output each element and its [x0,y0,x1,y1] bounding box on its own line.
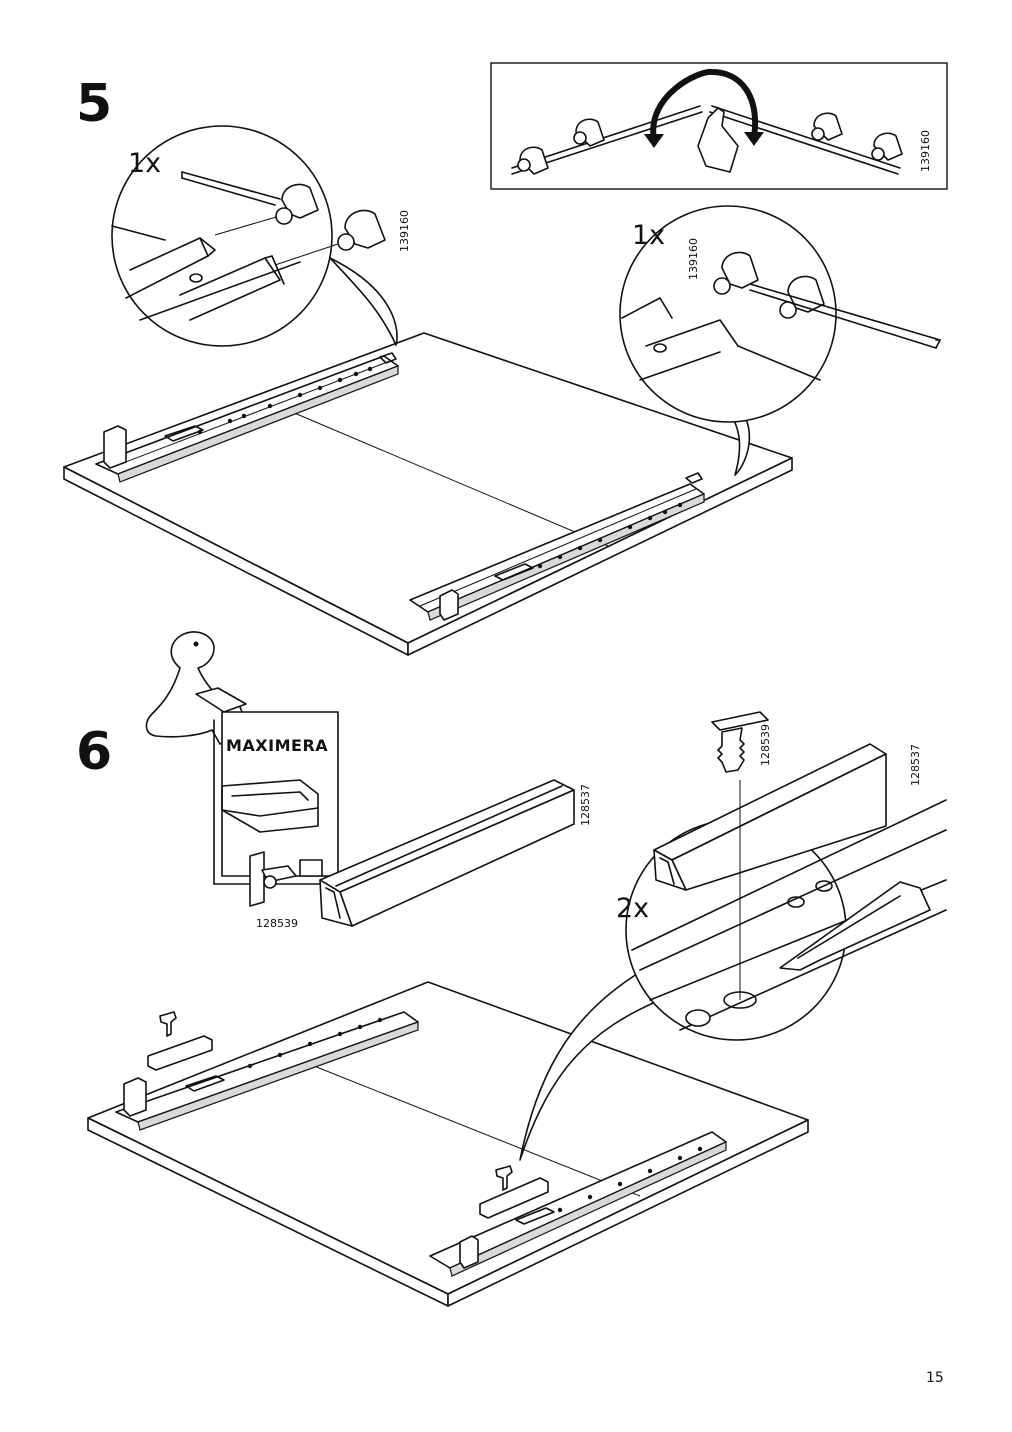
quantity-label: 1x [128,148,162,179]
rail-right [409,472,705,621]
strip-part [319,779,575,927]
detail-circle-right [619,205,941,476]
part-number: 128537 [579,784,592,826]
step-number: 5 [76,74,113,134]
pin-part [711,711,769,773]
rail-left [95,352,399,483]
part-number: 128537 [909,744,922,786]
bend-instruction-inset [490,62,948,190]
quantity-label: 1x [632,220,666,251]
quantity-label: 2x [616,893,650,924]
detail-circle-step-6 [519,743,947,1161]
booklet-title: MAXIMERA [226,736,329,755]
rail-left-6 [115,1011,419,1131]
step-number: 6 [76,722,113,782]
part-number: 128539 [256,917,298,930]
booklet-maximera [213,711,339,907]
rail-right-6 [429,1131,727,1277]
page-number: 15 [926,1370,944,1386]
part-number: 128539 [759,724,772,766]
detail-circle-left [111,125,398,347]
